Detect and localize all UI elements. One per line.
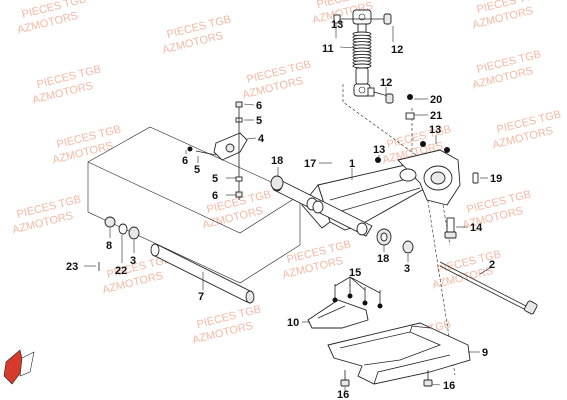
callout-13: 13 [331, 19, 343, 31]
shock-bottom-bolt [367, 87, 394, 104]
screws-15 [332, 276, 383, 309]
callout-10: 10 [287, 317, 299, 329]
callout-13: 13 [373, 144, 385, 156]
shock-top-bolt [333, 13, 392, 25]
bushing-18-top [270, 175, 284, 191]
nut-8 [104, 216, 116, 228]
callout-5: 5 [256, 115, 262, 127]
callout-18: 18 [271, 155, 283, 167]
callout-21: 21 [430, 110, 442, 122]
callout-labels: 13 11 12 12 20 21 13 6 5 4 6 5 5 6 18 17… [66, 19, 502, 400]
clip-19 [472, 172, 479, 184]
tgb-logo [3, 349, 35, 385]
nut-13c [375, 157, 381, 163]
callout-6: 6 [212, 190, 218, 202]
callout-16: 16 [443, 380, 455, 392]
swing-arm [301, 149, 461, 231]
leader-bolt-14 [442, 204, 451, 246]
callout-2: 2 [489, 259, 495, 271]
frame-plate-fold [87, 161, 301, 234]
callout-20: 20 [430, 94, 442, 106]
callout-leaders [84, 24, 491, 392]
axle-7 [150, 243, 255, 304]
callout-1: 1 [349, 158, 355, 170]
callout-18: 18 [377, 253, 389, 265]
long-bolt-2 [439, 261, 538, 315]
callout-23: 23 [66, 261, 78, 273]
callout-5: 5 [212, 173, 218, 185]
callout-5: 5 [194, 164, 200, 176]
callout-13: 13 [429, 124, 441, 136]
nut-13b-left [420, 141, 426, 147]
frame-plate-outline [87, 126, 301, 284]
callout-11: 11 [322, 43, 334, 55]
bracket-10 [307, 299, 369, 329]
bolt-stack-left [235, 101, 243, 200]
exploded-view-drawing [3, 9, 538, 387]
shock-absorber [352, 9, 372, 97]
washer-21 [405, 112, 415, 120]
callout-8: 8 [106, 240, 112, 252]
callout-22: 22 [115, 265, 127, 277]
callout-14: 14 [470, 222, 483, 234]
bolts-16 [340, 370, 433, 387]
callout-6: 6 [182, 155, 188, 167]
washer-22 [118, 223, 128, 235]
callout-4: 4 [258, 133, 265, 145]
callout-12: 12 [380, 77, 392, 89]
callout-3: 3 [404, 263, 410, 275]
callout-17: 17 [304, 158, 316, 170]
callout-16: 16 [337, 389, 349, 400]
callout-9: 9 [482, 347, 488, 359]
callout-3: 3 [130, 255, 136, 267]
splash-guard-9 [327, 322, 471, 385]
callout-19: 19 [490, 173, 502, 185]
callout-7: 7 [198, 291, 204, 303]
nut-3-right [402, 240, 414, 254]
spring-coil [352, 63, 372, 69]
nut-3-left [128, 226, 140, 240]
bolt-14 [444, 217, 457, 239]
bracket-4 [187, 132, 248, 161]
nut-13b-right [444, 147, 450, 153]
callout-15: 15 [349, 267, 361, 279]
leader-shock-mount [342, 84, 417, 156]
callout-12: 12 [391, 44, 403, 56]
nut-20 [407, 94, 413, 100]
callout-6: 6 [256, 100, 262, 112]
